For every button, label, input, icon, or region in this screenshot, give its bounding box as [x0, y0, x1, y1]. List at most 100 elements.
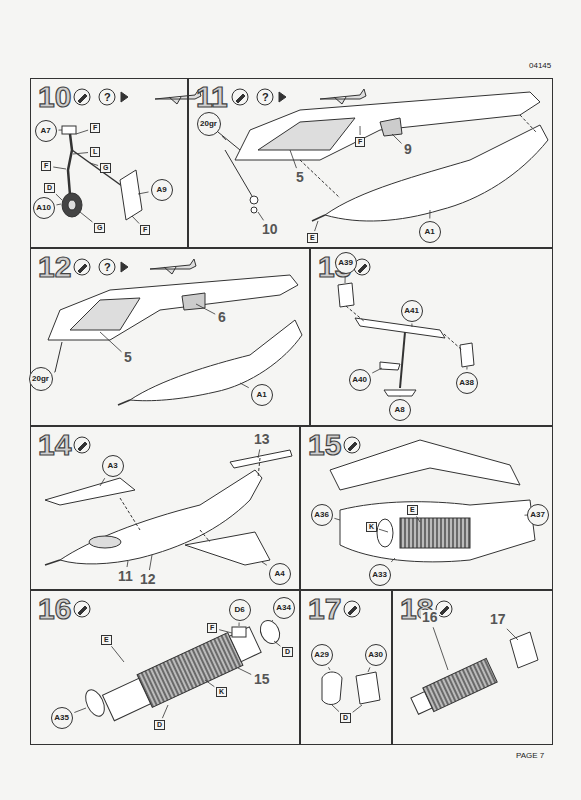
part-number: A8: [394, 405, 404, 414]
leader-line: [334, 518, 340, 520]
paint-code-flag: K: [366, 522, 377, 532]
leader-line: [76, 130, 88, 134]
step-number: 11: [196, 80, 228, 113]
step-number: 10: [38, 80, 71, 113]
leader-line: [90, 163, 98, 165]
part-number: A35: [54, 713, 69, 722]
leader-line: [507, 629, 518, 640]
leader-line: [290, 150, 296, 168]
leader-line: [222, 136, 226, 140]
leader-line: [274, 641, 280, 646]
part-callout: A1: [251, 384, 273, 406]
leader-line: [111, 646, 124, 662]
step-panel: 1120grA1: [188, 78, 553, 248]
glue-icon: [344, 601, 360, 617]
part-number: A30: [368, 650, 383, 659]
paint-code-flag: K: [216, 687, 227, 697]
part-callout: A3: [102, 455, 124, 477]
assembly-number: 10: [261, 222, 279, 237]
leader-line: [74, 708, 86, 713]
page-text: PAGE 7: [516, 752, 544, 761]
part-number: A29: [314, 650, 329, 659]
leader-line: [391, 558, 395, 562]
assembly-number: 13: [253, 432, 271, 447]
step-number: 15: [308, 428, 341, 461]
view-arrow: [279, 92, 286, 102]
paint-code-flag: E: [407, 505, 418, 515]
page-text: 04145: [529, 62, 551, 71]
glue-icon: [78, 442, 87, 451]
leader-line: [80, 212, 92, 222]
aircraft-silhouette: [320, 89, 366, 104]
leader-line: [368, 667, 370, 672]
aircraft-silhouette: [155, 89, 201, 104]
part-callout: 20gr: [197, 112, 221, 136]
step-panel: 1220grA1: [30, 248, 310, 426]
assembly-number: 5: [295, 170, 305, 185]
leader-line: [258, 212, 264, 220]
part-callout: A41: [401, 300, 423, 322]
part-callout: A36: [311, 504, 333, 526]
part-callout: A34: [273, 597, 295, 619]
help-icon: [99, 259, 115, 275]
help-icon-text: ?: [104, 91, 111, 103]
part-callout: A37: [527, 504, 549, 526]
assembly-number: 15: [253, 672, 271, 687]
part-callout: A33: [369, 564, 391, 586]
part-callout: A40: [349, 369, 371, 391]
part-number: A38: [459, 378, 474, 387]
paint-code-flag: F: [207, 623, 217, 633]
part-callout: A35: [51, 707, 73, 729]
leader-line: [219, 630, 232, 633]
leader-line: [239, 622, 240, 626]
help-icon-text: ?: [104, 261, 111, 273]
step-number: 12: [38, 250, 71, 283]
part-number: A39: [338, 258, 353, 267]
assembly-number: 11: [117, 569, 134, 584]
paint-code-flag: L: [90, 147, 100, 157]
step-panel: 13A39A41A40A38A8: [310, 248, 553, 426]
leader-line: [100, 478, 105, 486]
part-callout: A39: [335, 252, 357, 274]
leader-line: [56, 204, 61, 206]
leader-line: [132, 216, 139, 224]
paint-code-flag: G: [100, 163, 111, 173]
glue-icon: [236, 94, 245, 103]
view-arrow: [121, 92, 128, 102]
leader-line: [196, 304, 215, 314]
paint-code-flag: F: [140, 225, 150, 235]
paint-code-flag: G: [94, 223, 105, 233]
part-callout: D6: [229, 599, 251, 621]
part-number: A33: [372, 570, 387, 579]
help-icon-text: ?: [262, 91, 269, 103]
part-callout: A4: [269, 563, 291, 585]
part-number: A3: [107, 461, 117, 470]
part-number: A41: [404, 306, 419, 315]
leader-line: [53, 167, 66, 169]
glue-icon: [74, 601, 90, 617]
help-icon: [257, 89, 273, 105]
part-number: A1: [256, 390, 266, 399]
part-number: A37: [530, 510, 545, 519]
part-callout: A8: [389, 399, 411, 421]
part-number: A40: [352, 375, 367, 384]
leader-line: [262, 562, 267, 565]
paint-code-flag: D: [340, 713, 351, 723]
step-panel: 14A3A4: [30, 426, 300, 590]
leader-line: [372, 368, 382, 373]
leader-line: [149, 555, 152, 570]
glue-icon: [74, 437, 90, 453]
paint-code-flag: D: [154, 720, 165, 730]
glue-icon: [74, 89, 90, 105]
leader-line: [392, 134, 402, 143]
assembly-number: 5: [123, 350, 133, 365]
step-panel: 18: [392, 590, 553, 745]
leader-line: [328, 667, 330, 670]
leader-line: [360, 126, 361, 135]
glue-icon: [232, 89, 248, 105]
assembly-number: 12: [139, 572, 157, 587]
leader-line: [416, 516, 420, 522]
leader-line: [73, 153, 88, 154]
assembly-number: 16: [421, 610, 439, 625]
